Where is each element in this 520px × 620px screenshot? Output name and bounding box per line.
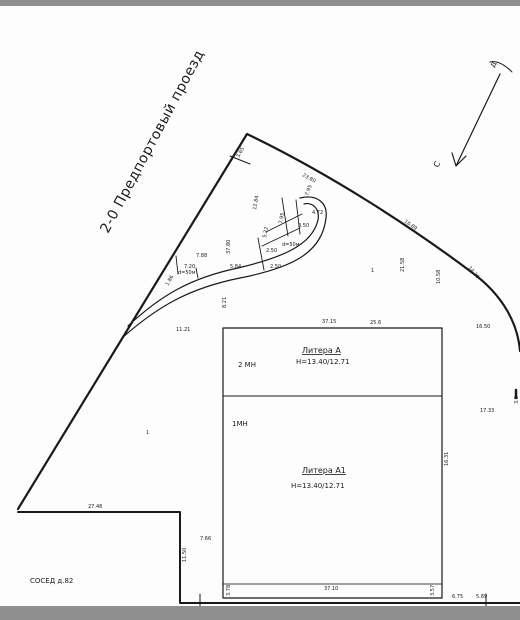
dim: 3.78 (226, 585, 232, 596)
bottom-markers (199, 593, 487, 606)
dim: 21.58 (400, 258, 406, 272)
dim: 27.48 (88, 504, 102, 510)
dim: 5.22 (262, 226, 270, 238)
ramp-hatch (261, 213, 303, 247)
dim: 2.50 (266, 248, 277, 254)
dim: 11.50 (182, 548, 188, 562)
plot-boundary-upper (16, 132, 520, 511)
dim: 12.84 (252, 195, 260, 210)
ramp-inner-edge (121, 196, 327, 339)
dim: 16.31 (444, 452, 450, 466)
dim: 5.84 (230, 264, 241, 270)
north-label: С (432, 159, 443, 169)
ramp-outer-edge (127, 203, 319, 327)
dim: 6.75 (452, 594, 463, 600)
point-mark: 1 (371, 268, 374, 274)
dim: 17.33 (480, 408, 494, 414)
base-hatch (222, 583, 443, 599)
dim: 16.50 (476, 324, 490, 330)
block-a-title: Литера А (302, 346, 341, 355)
dim: 11.21 (176, 327, 190, 333)
compass-label: д (488, 59, 499, 69)
dim: 3.65 (235, 146, 246, 159)
dim: 2.50 (270, 264, 281, 270)
ramp-note: d=50м (178, 270, 196, 276)
dim: 7.88 (196, 253, 207, 259)
dim: 7.66 (200, 536, 211, 542)
dim: 5.89 (476, 594, 487, 600)
dim: 4.72 (312, 210, 323, 216)
ramp-dimension-ticks (175, 197, 301, 279)
dim: 3.8 (514, 396, 520, 404)
ramp-note: d=50м (282, 242, 300, 248)
site-plan-sheet: 2-0 Предпортовый проезд С д Литера А H=1… (0, 6, 520, 606)
north-arrow-head (451, 152, 467, 167)
dim: 37.15 (322, 319, 336, 325)
dim: 23.80 (301, 172, 316, 184)
dim: 7.95 (278, 212, 286, 224)
street-label: 2-0 Предпортовый проезд (97, 47, 207, 236)
block-a-height: H=13.40/12.71 (296, 358, 350, 366)
point-mark: 1 (146, 430, 149, 436)
boundary-tick (229, 155, 251, 165)
site-plan-drawing: 2-0 Предпортовый проезд С д Литера А H=1… (16, 47, 520, 606)
neighbor-label: СОСЕД д.82 (30, 577, 73, 585)
dim: 10.58 (436, 270, 442, 284)
dim: 7.20 (184, 264, 195, 270)
block-a1-zone: 1МН (232, 420, 248, 428)
dim: 8.21 (222, 297, 228, 308)
dim: 37.80 (226, 240, 232, 254)
dim: 25.6 (370, 320, 381, 326)
plot-boundary-lower (17, 511, 520, 604)
north-arrow-top (489, 61, 513, 73)
dim: 7.95 (304, 184, 313, 197)
block-a1-height: H=13.40/12.71 (291, 482, 345, 490)
block-a-zone: 2 МН (238, 361, 256, 369)
dim: 3.57 (430, 585, 436, 596)
dim: 37.10 (324, 586, 338, 592)
block-a1-title: Литера А1 (302, 466, 346, 475)
north-arrow-shaft (455, 73, 501, 167)
dim: 1.86 (165, 274, 176, 287)
dim: 3.50 (298, 223, 309, 229)
dim: 14.38 (466, 265, 480, 280)
